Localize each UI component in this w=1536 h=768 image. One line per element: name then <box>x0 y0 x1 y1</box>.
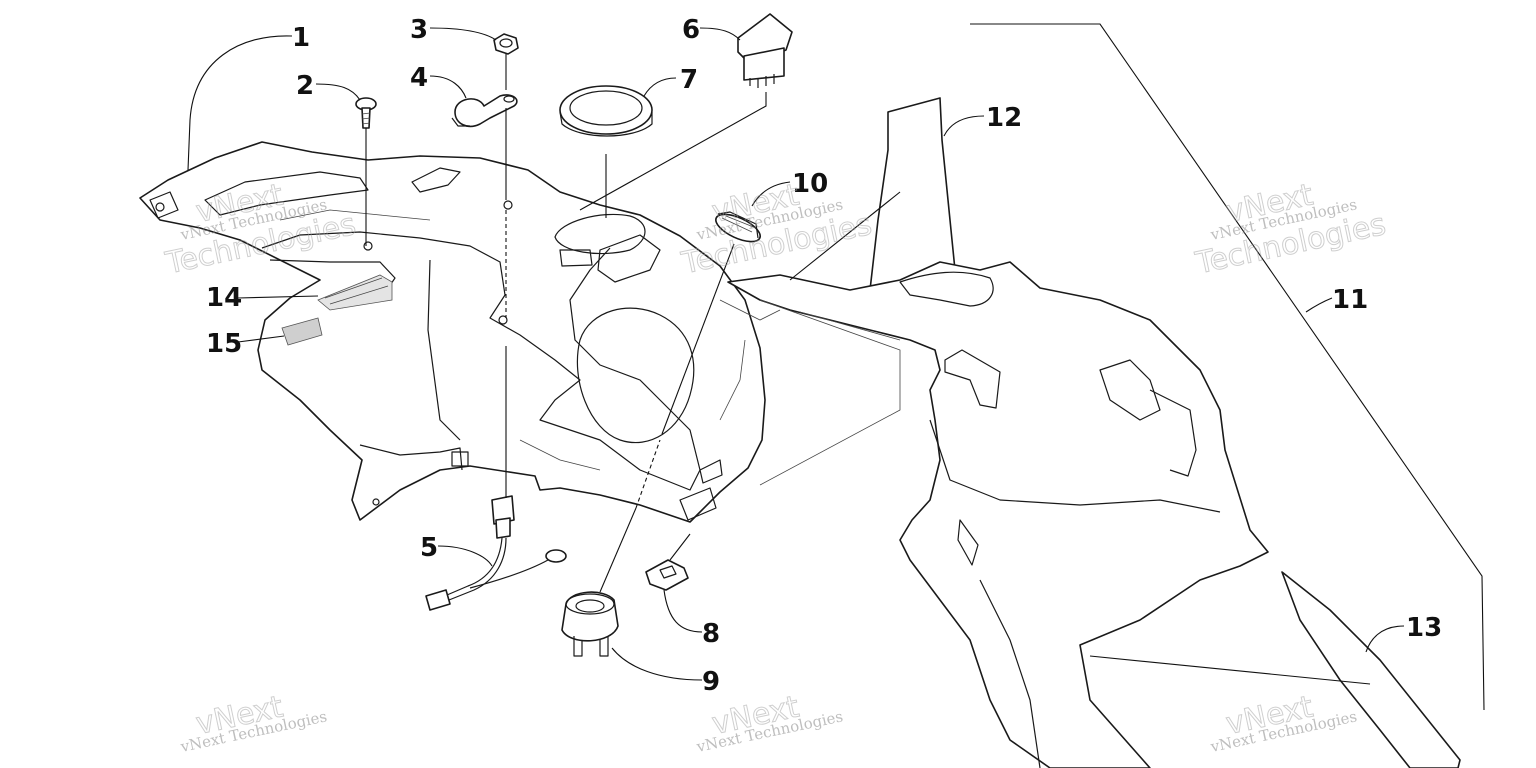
callout-8: 8 <box>702 619 720 649</box>
callout-14: 14 <box>206 283 242 313</box>
callout-10: 10 <box>792 169 828 199</box>
decal-part-14 <box>317 274 393 311</box>
dash-console-part <box>139 141 766 523</box>
switch-part-6 <box>737 13 793 88</box>
callout-9: 9 <box>702 667 720 697</box>
callout-2: 2 <box>296 71 314 101</box>
callout-5: 5 <box>420 533 438 563</box>
watermark-4: vNext vNext Technologies <box>178 689 328 756</box>
watermark-2: vNext vNext Technologies Technologies <box>678 177 876 282</box>
hood-part-11 <box>719 261 1269 768</box>
ignition-part-9 <box>561 591 619 657</box>
callout-1: 1 <box>292 23 310 53</box>
decal-part-15 <box>281 317 323 346</box>
callout-12: 12 <box>986 103 1022 133</box>
callout-11: 11 <box>1332 285 1368 315</box>
watermark-3: vNext vNext Technologies Technologies <box>1192 177 1390 282</box>
watermark-6: vNext vNext Technologies <box>1208 689 1358 756</box>
callout-labels: 1 2 3 4 5 6 7 8 9 10 11 12 13 14 15 <box>206 15 1442 697</box>
ring-part-7 <box>559 85 653 137</box>
callout-7: 7 <box>680 65 698 95</box>
callout-4: 4 <box>410 63 428 93</box>
callout-6: 6 <box>682 15 700 45</box>
callout-15: 15 <box>206 329 242 359</box>
screw-part-2 <box>355 97 377 129</box>
side-panel-part-13 <box>1281 571 1461 768</box>
nut-part-3 <box>493 33 519 55</box>
clip-part-4 <box>451 94 518 128</box>
callout-13: 13 <box>1406 613 1442 643</box>
cap-part-10 <box>715 211 761 243</box>
clip-part-8 <box>645 559 689 591</box>
callout-3: 3 <box>410 15 428 45</box>
harness-part-5 <box>425 495 567 611</box>
leader-lines <box>187 23 1485 711</box>
